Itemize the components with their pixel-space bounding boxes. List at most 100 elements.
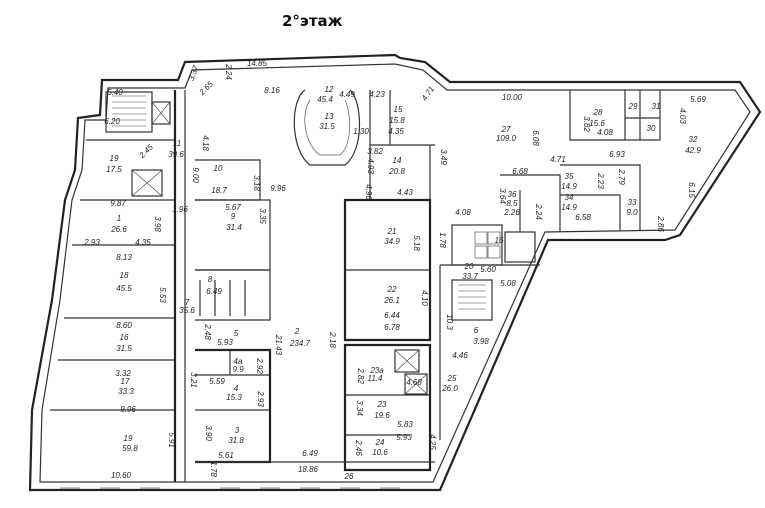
- plan-label: 6.93: [609, 150, 625, 159]
- plan-label: 11.4: [368, 374, 384, 383]
- plan-label: 8.60: [116, 321, 132, 330]
- plan-label: 12: [325, 85, 334, 94]
- plan-label: 8.16: [264, 86, 280, 95]
- plan-label: 4a: [234, 357, 243, 366]
- plan-label: 15.3: [226, 393, 242, 402]
- wall: [195, 374, 270, 411]
- plan-label: 3.34: [355, 400, 364, 416]
- plan-label: 5.08: [500, 279, 516, 288]
- wall: [439, 264, 540, 440]
- plan-label: 25: [447, 374, 457, 383]
- plan-label: 11: [173, 139, 181, 148]
- plan-label: 33.7: [462, 272, 478, 281]
- stair-steps: [112, 95, 146, 127]
- wall: [343, 343, 432, 472]
- plan-label: 19: [124, 434, 133, 443]
- plan-label: 2.86: [656, 215, 665, 232]
- plan-label: 31.5: [116, 344, 132, 353]
- plan-label: 7: [185, 298, 190, 307]
- plan-label: 4.71: [420, 85, 436, 103]
- plan-label: 5.53: [158, 287, 167, 303]
- plan-label: 4.43: [397, 188, 413, 197]
- plan-label: 42.9: [685, 146, 701, 155]
- plan-label: 3.98: [153, 216, 162, 232]
- plan-label: 31.8: [228, 436, 244, 445]
- plan-label: 4.96: [364, 184, 373, 200]
- round-room-wall: [293, 89, 361, 166]
- plan-label: 18: [120, 271, 129, 280]
- plan-label: 4.35: [135, 238, 151, 247]
- plan-label: 4.49: [339, 90, 355, 99]
- plan-label: 5.18: [412, 235, 421, 251]
- plan-label: 6.44: [384, 311, 400, 320]
- plan-label: 8.13: [116, 253, 132, 262]
- plan-label: 23: [377, 400, 387, 409]
- plan-label: 3.32: [115, 369, 131, 378]
- wall: [199, 280, 246, 316]
- plan-label: 31.4: [226, 223, 242, 232]
- plan-label: 3.98: [473, 337, 489, 346]
- plan-label: 14.85: [247, 59, 268, 68]
- plan-label: 3.90: [204, 425, 213, 441]
- plan-label: 29: [628, 102, 638, 111]
- plan-label: 34.9: [384, 237, 400, 246]
- plan-label: 5.59: [209, 377, 225, 386]
- plan-label: 19.6: [374, 411, 390, 420]
- plan-label: 26.0: [441, 384, 458, 393]
- plan-label: 3.64: [498, 188, 507, 204]
- plan-label: 35.6: [179, 306, 195, 315]
- plan-label: 33.3: [118, 387, 134, 396]
- plan-label: 9.96: [270, 184, 286, 193]
- plan-label: 20.8: [388, 167, 405, 176]
- plan-label: 9.00: [191, 167, 200, 183]
- elevator-block: [451, 224, 503, 266]
- plan-label: 4.18: [201, 135, 210, 151]
- plan-label: 4.10: [420, 290, 429, 306]
- plan-label: 109.0: [496, 134, 517, 143]
- plan-label: 8: [208, 275, 213, 284]
- elevator-shaft: [131, 169, 163, 197]
- plan-label: 9.0: [626, 208, 638, 217]
- plan-label: 14: [393, 156, 402, 165]
- plan-label: 39.6: [168, 150, 184, 159]
- wall: [500, 174, 561, 232]
- plan-label: 36: [508, 190, 517, 199]
- plan-label: 31: [652, 102, 661, 111]
- plan-label: 19: [110, 154, 119, 163]
- wall: [569, 90, 661, 141]
- plan-label: 1.78: [209, 461, 218, 477]
- plan-label: 45.5: [116, 284, 132, 293]
- plan-label: 59.8: [122, 444, 138, 453]
- plan-label: 17.5: [106, 165, 122, 174]
- plan-label: 6.49: [302, 449, 318, 458]
- plan-label: 2.92: [255, 357, 264, 374]
- plan-label: 2: [294, 327, 300, 336]
- elevator-shaft: [394, 349, 420, 373]
- plan-label: 2.46: [354, 439, 363, 456]
- plan-label: 22: [387, 285, 397, 294]
- plan-label: 4.08: [455, 208, 471, 217]
- plan-label: 2.24: [224, 63, 233, 80]
- plan-label: 2.82: [356, 367, 365, 384]
- plan-label: 2.65: [197, 79, 215, 97]
- plan-label: 9.9: [232, 365, 244, 374]
- plan-label: 5.93: [396, 433, 412, 442]
- plan-label: 1.30: [353, 127, 369, 136]
- plan-label: 10.3: [445, 314, 454, 330]
- elevator-shaft: [151, 101, 171, 125]
- plan-label: 4: [234, 384, 239, 393]
- plan-label: 14.9: [561, 182, 577, 191]
- plan-label: 4.93: [366, 158, 375, 174]
- outer-wall-inner: [39, 63, 751, 483]
- wall: [345, 394, 430, 436]
- plan-label: 21.43: [274, 334, 283, 356]
- plan-label: 1.96: [172, 205, 188, 214]
- plan-label: 1.78: [438, 232, 447, 248]
- plan-label: 24: [375, 438, 385, 447]
- plan-label: 17: [121, 377, 130, 386]
- plan-label: 26.1: [383, 296, 400, 305]
- plan-label: 9.96: [120, 405, 136, 414]
- plan-label: 15.8: [389, 116, 405, 125]
- plan-label: 6.58: [575, 213, 591, 222]
